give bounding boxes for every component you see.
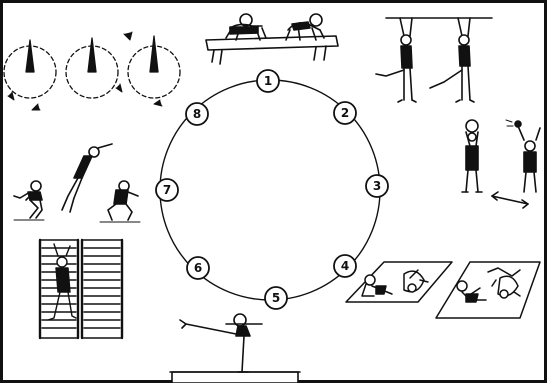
station-marker: 4	[334, 255, 356, 277]
station-number: 6	[194, 261, 202, 275]
station-marker: 3	[366, 175, 388, 197]
station-number: 5	[272, 291, 280, 305]
station-marker: 5	[265, 287, 287, 309]
station-number: 1	[264, 74, 272, 88]
station-number: 7	[163, 183, 171, 197]
station-number: 4	[341, 259, 349, 273]
station-marker: 6	[187, 257, 209, 279]
station-number: 8	[193, 107, 201, 121]
station-marker: 1	[257, 70, 279, 92]
station-6-wall-bars-illustration	[40, 240, 122, 338]
station-1-bench-crawl-illustration	[206, 14, 338, 64]
station-number: 2	[341, 106, 349, 120]
station-2-hanging-bar-illustration	[376, 18, 492, 102]
station-marker: 8	[186, 103, 208, 125]
station-3-ball-throw-illustration	[462, 120, 540, 208]
station-7-jump-illustration	[14, 144, 140, 222]
station-marker: 7	[156, 179, 178, 201]
station-5-beam-balance-illustration	[170, 314, 300, 383]
station-marker: 2	[334, 102, 356, 124]
station-8-turns-illustration	[4, 32, 180, 110]
station-number: 3	[373, 179, 381, 193]
station-4-mat-rolls-illustration	[346, 262, 540, 318]
